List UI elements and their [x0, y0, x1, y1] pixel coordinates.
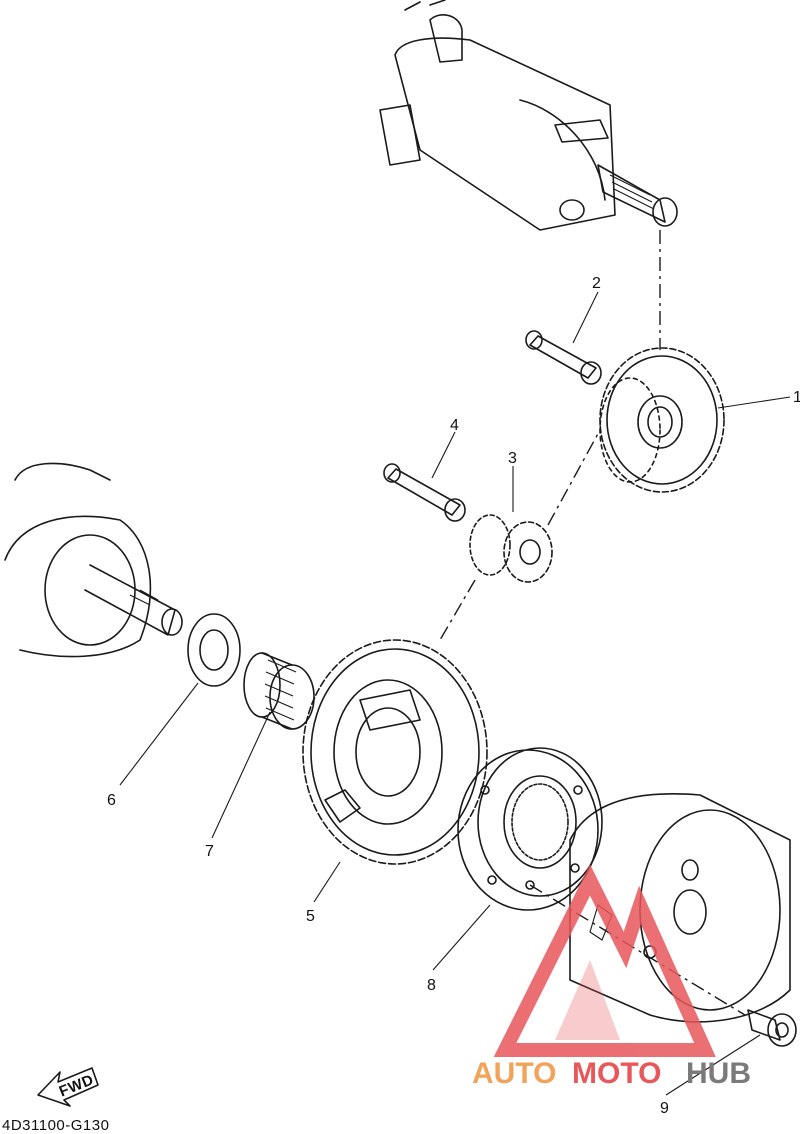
callout-6: 6	[107, 792, 116, 809]
leader-line-7	[211, 711, 271, 839]
callout-9: 9	[660, 1100, 669, 1117]
crankshaft	[4, 462, 183, 658]
part-3-small-gear	[469, 514, 553, 583]
callout-8: 8	[427, 977, 436, 994]
watermark-part-moto: MOTO	[572, 1057, 661, 1090]
callout-5: 5	[306, 908, 315, 925]
watermark-part-hub: HUB	[686, 1057, 751, 1090]
part-9-bolt	[747, 1009, 797, 1047]
leader-line-6	[119, 682, 199, 786]
axis-line-gear3	[547, 429, 601, 526]
part-7-needle-bearing	[243, 652, 315, 730]
leader-line-1	[717, 396, 791, 409]
part-5-large-gear	[302, 639, 488, 865]
part-8-oneway-clutch	[457, 747, 603, 911]
callout-4: 4	[450, 417, 459, 434]
watermark-text: AUTO MOTO HUB	[472, 1057, 751, 1090]
part-1-idler-gear	[599, 347, 725, 493]
callout-1: 1	[793, 389, 800, 406]
leader-line-2	[572, 291, 599, 344]
axis-line-bolt	[529, 884, 746, 1016]
watermark-part-auto: AUTO	[472, 1057, 556, 1090]
callout-2: 2	[592, 275, 601, 292]
callout-7: 7	[205, 843, 214, 860]
part-2-shaft	[525, 330, 602, 385]
leader-line-4	[431, 431, 456, 479]
fwd-arrow-icon: FWD	[37, 1067, 99, 1107]
leader-line-8	[432, 904, 491, 971]
callout-3: 3	[508, 450, 517, 467]
watermark-logo	[493, 864, 716, 1057]
starter-motor	[379, 0, 678, 231]
part-4-shaft	[383, 463, 466, 522]
fwd-label: FWD	[57, 1071, 96, 1100]
leader-line-9	[665, 1034, 761, 1096]
axis-line-gear5	[439, 579, 476, 641]
part-6-washer	[187, 613, 241, 687]
leader-line-5	[313, 861, 341, 903]
drawing-code: 4D31100-G130	[2, 1117, 109, 1134]
